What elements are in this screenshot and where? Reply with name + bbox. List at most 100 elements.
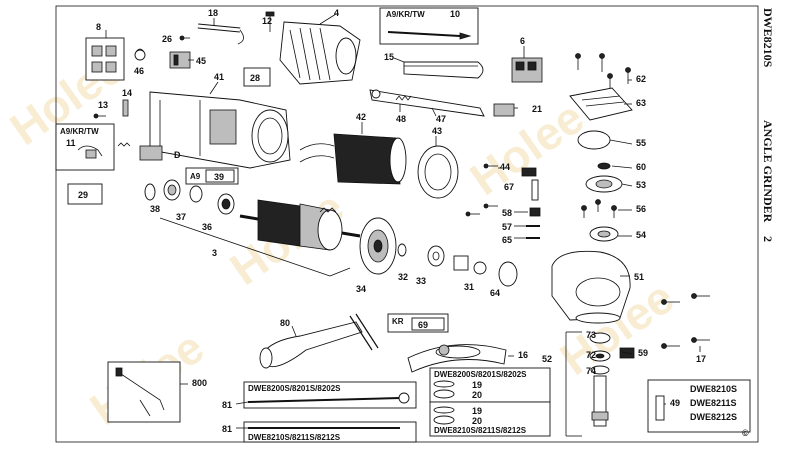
- callout-31: 31: [464, 282, 474, 292]
- callout-20: 20: [472, 416, 482, 426]
- variant-box-dwe821x-top: DWE8210S/8211S/8212S: [429, 401, 551, 437]
- model-name: DWE8211S: [690, 398, 737, 408]
- part-baffle-43: [417, 145, 459, 199]
- variant-box-dwe820x-top: DWE8200S/8201S/8202S: [429, 367, 551, 403]
- callout-63: 63: [636, 98, 646, 108]
- side-title-product: ANGLE GRINDER: [761, 120, 775, 223]
- callout-19: 19: [472, 406, 482, 416]
- callout-43: 43: [432, 126, 442, 136]
- callout-56: 56: [636, 204, 646, 214]
- part-switch-6: [511, 57, 543, 83]
- callout-62: 62: [636, 74, 646, 84]
- callout-51: 51: [634, 272, 644, 282]
- variant-box-a9-kr-tw-left: A9/KR/TW: [55, 123, 115, 171]
- variant-label: A9/KR/TW: [386, 10, 425, 19]
- callout-32: 32: [398, 272, 408, 282]
- callout-21: 21: [532, 104, 542, 114]
- part-washers-32-33-31: [397, 243, 487, 275]
- copyright-mark: ©: [742, 428, 749, 438]
- label-plate-29: [67, 183, 103, 205]
- part-wrench-81-b: DWE8210S/8211S/8212S: [243, 421, 417, 443]
- callout-12: 12: [262, 16, 272, 26]
- callout-20: 20: [472, 390, 482, 400]
- part-screw-13: [93, 113, 106, 119]
- callout-39: 39: [214, 172, 224, 182]
- part-wrench-81-a: DWE8200S/8201S/8202S: [243, 381, 417, 409]
- bracket-line: [159, 217, 331, 277]
- part-screw-12: [265, 11, 275, 32]
- part-side-handle-15: [403, 61, 484, 79]
- callout-36: 36: [202, 222, 212, 232]
- part-oring-55: [577, 130, 611, 150]
- part-clip-46: [134, 48, 146, 61]
- callout-29: 29: [78, 190, 88, 200]
- callout-6: 6: [520, 36, 525, 46]
- part-brush-holders: [85, 37, 125, 81]
- part-rod-18: [197, 23, 244, 45]
- model-name: DWE8210S: [690, 384, 737, 394]
- callout-54: 54: [636, 230, 646, 240]
- part-screw-26: [179, 35, 190, 41]
- callout-57: 57: [502, 222, 512, 232]
- part-screws-17: [661, 293, 710, 349]
- letter-marker: D: [174, 150, 181, 160]
- part-motor-housing-41: [149, 91, 291, 169]
- side-title-model: DWE8210S: [761, 8, 775, 68]
- watermark-text: Holee: [461, 91, 593, 205]
- variant-label: DWE8210S/8211S/8212S: [248, 433, 341, 442]
- part-screws-62: [575, 53, 631, 88]
- part-pin-14: [122, 99, 129, 117]
- variant-box-kr: KR: [387, 313, 449, 333]
- part-auxiliary-handle-80: [259, 313, 379, 369]
- callout-47: 47: [436, 114, 446, 124]
- part-contact-67: [521, 167, 539, 201]
- part-screw-44: [483, 163, 498, 169]
- part-ring-60: [597, 162, 611, 170]
- part-strap-800: [107, 361, 181, 423]
- variant-label: DWE8210S/8211S/8212S: [434, 426, 527, 435]
- part-stator-42: [299, 133, 407, 185]
- part-spring-48: [395, 95, 412, 101]
- callout-45: 45: [196, 56, 206, 66]
- callout-69: 69: [418, 320, 428, 330]
- label-plate-28: [243, 67, 271, 87]
- callout-34: 34: [356, 284, 366, 294]
- side-title: DWE8210S ANGLE GRINDER 2: [761, 8, 775, 242]
- callout-74: 74: [586, 366, 596, 376]
- variant-box-a9: A9: [185, 167, 239, 185]
- part-guard-16: [407, 344, 507, 373]
- callout-49: 49: [670, 398, 680, 408]
- callout-13: 13: [98, 100, 108, 110]
- callout-41: 41: [214, 72, 224, 82]
- callout-55: 55: [636, 138, 646, 148]
- variant-label: A9: [190, 172, 201, 181]
- callout-52: 52: [542, 354, 552, 364]
- callout-18: 18: [208, 8, 218, 18]
- part-holder-45: [169, 51, 191, 69]
- callout-38: 38: [150, 204, 160, 214]
- callout-19: 19: [472, 380, 482, 390]
- part-clip-21: [493, 103, 515, 117]
- part-spring-small: [117, 142, 131, 147]
- callout-80: 80: [280, 318, 290, 328]
- callout-33: 33: [416, 276, 426, 286]
- callout-15: 15: [384, 52, 394, 62]
- part-oring-64: [498, 261, 518, 287]
- callout-14: 14: [122, 88, 132, 98]
- part-screws-56: [581, 199, 617, 218]
- part-bearings-38-37-36: [144, 179, 235, 215]
- callout-37: 37: [176, 212, 186, 222]
- variant-box-a9-kr-tw-top: A9/KR/TW: [379, 7, 479, 45]
- callout-3: 3: [212, 248, 217, 258]
- callout-11: 11: [66, 138, 76, 148]
- callout-65: 65: [502, 235, 512, 245]
- part-fan-34: [359, 217, 397, 275]
- part-bearing-53: [585, 175, 623, 193]
- callout-17: 17: [696, 354, 706, 364]
- callout-81: 81: [222, 424, 232, 434]
- variant-label: A9/KR/TW: [60, 127, 99, 136]
- part-screw-54-ring: [465, 203, 498, 217]
- callout-4: 4: [334, 8, 339, 18]
